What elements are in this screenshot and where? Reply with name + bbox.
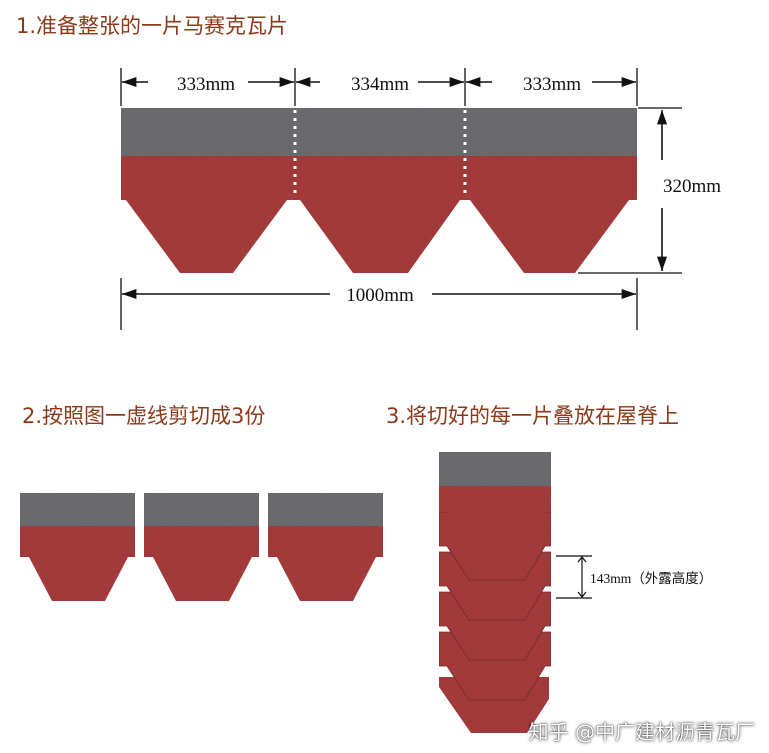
dim-height: 320mm — [663, 176, 721, 197]
step2-title: 2.按照图一虚线剪切成3份 — [22, 404, 266, 428]
watermark: 知乎 @中广建材沥青瓦厂 — [528, 720, 755, 744]
dim-seg-mid: 334mm — [351, 74, 409, 95]
cut-pieces — [20, 493, 383, 601]
dim-seg-right: 333mm — [523, 74, 581, 95]
dimension-arrows — [122, 76, 668, 300]
dimension-lines — [120, 68, 682, 330]
dim-total-width: 1000mm — [346, 285, 414, 306]
cut-piece-3 — [268, 493, 383, 601]
exposure-dimension — [556, 555, 592, 599]
stacked-ridge — [438, 452, 552, 733]
cut-piece-2 — [144, 493, 259, 601]
full-shingle — [121, 108, 637, 273]
step1-title: 1.准备整张的一片马赛克瓦片 — [16, 14, 289, 38]
cut-piece-1 — [20, 493, 135, 601]
dim-exposure: 143mm（外露高度） — [590, 570, 712, 586]
step3-title: 3.将切好的每一片叠放在屋脊上 — [386, 404, 680, 428]
dim-seg-left: 333mm — [177, 74, 235, 95]
